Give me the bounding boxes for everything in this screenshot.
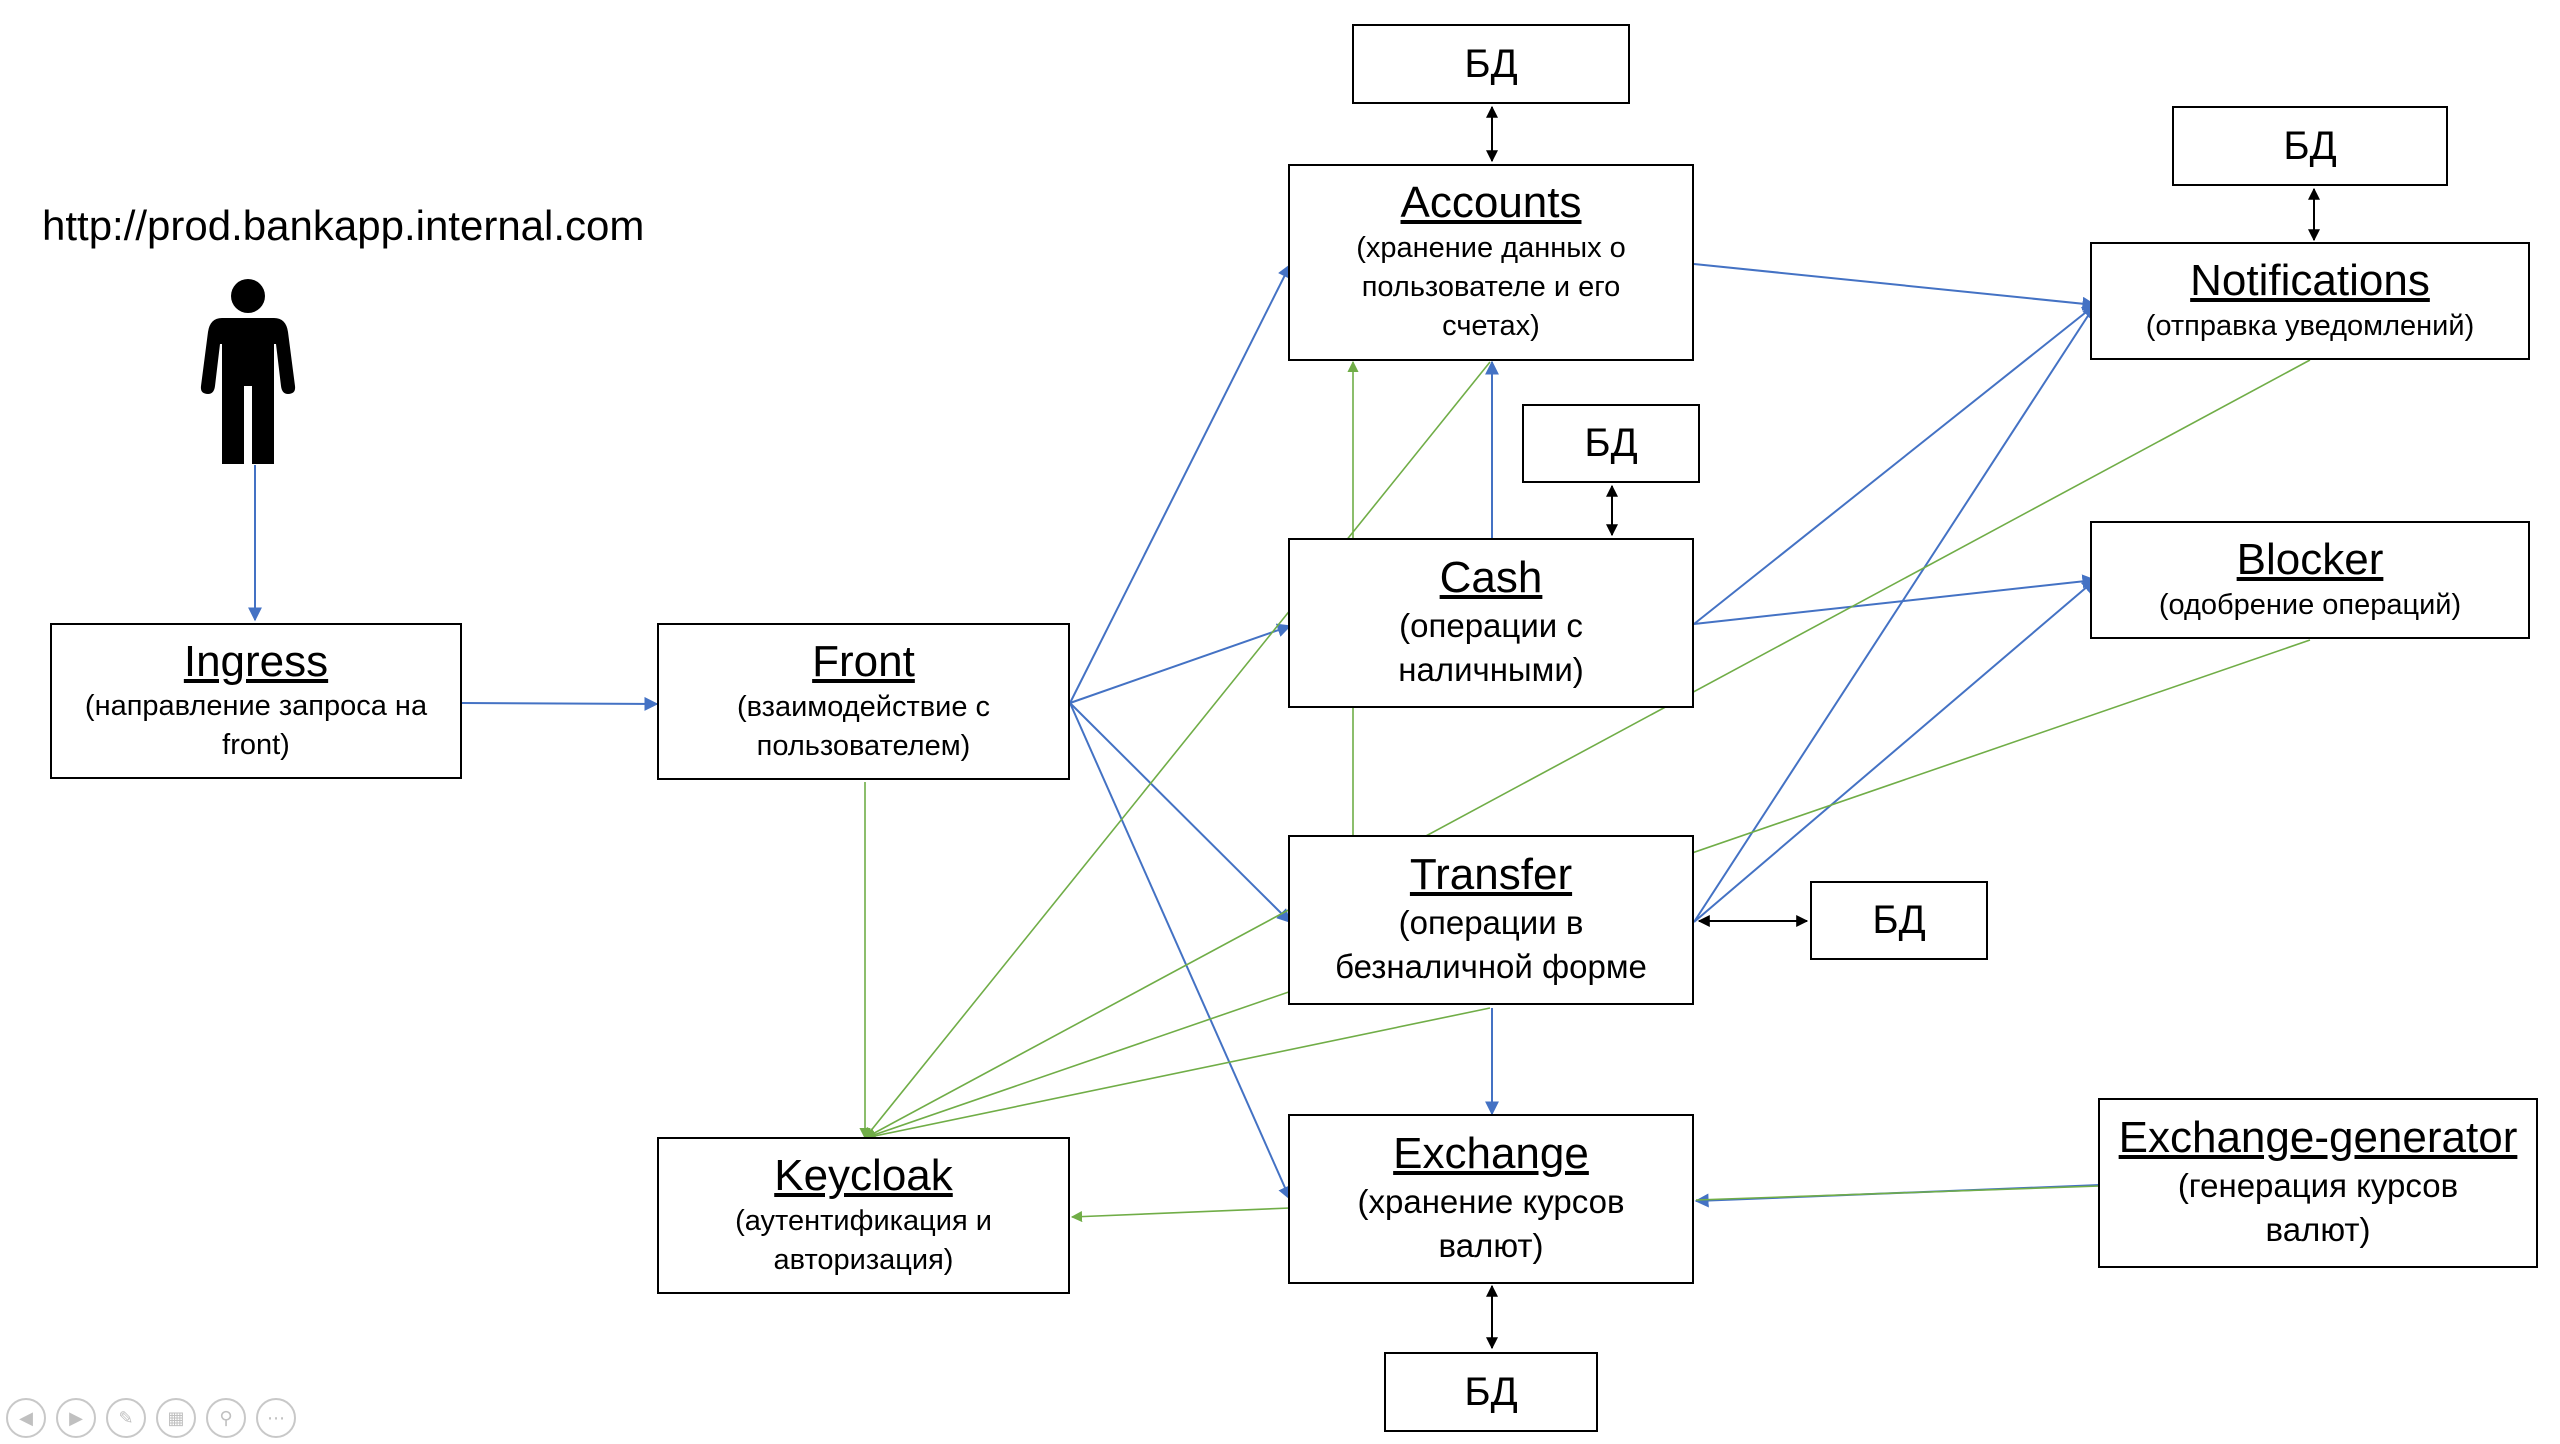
node-accounts: Accounts (хранение данных о пользователе… — [1288, 164, 1694, 361]
db-transfer: БД — [1810, 881, 1988, 960]
node-title: Accounts — [1400, 178, 1582, 228]
node-title: Transfer — [1409, 850, 1573, 900]
node-blocker: Blocker (одобрение операций) — [2090, 521, 2530, 639]
node-description: (отправка уведомлений) — [2145, 309, 2475, 342]
node-exchange-generator: Exchange-generator (генерация курсов вал… — [2098, 1098, 2538, 1268]
arrow-front-to-cash — [1069, 623, 1292, 704]
node-description: (хранение данных о пользователе и его сч… — [1356, 232, 1626, 343]
node-description: (операции с наличными) — [1398, 606, 1584, 689]
slideshow-toolbar: ◀ ▶ ✎ ▦ ⚲ ⋯ — [6, 1398, 296, 1444]
node-ingress: Ingress (направление запроса на front) — [50, 623, 462, 779]
node-title: Exchange — [1393, 1129, 1589, 1179]
node-description: (одобрение операций) — [2158, 588, 2462, 621]
node-title: Front — [812, 637, 915, 687]
node-title: Cash — [1439, 553, 1543, 603]
user-icon — [200, 279, 296, 464]
node-description: (операции в безналичной форме — [1335, 903, 1647, 986]
arrow-transfer-to-notifications — [1693, 303, 2096, 923]
node-title: Keycloak — [774, 1151, 953, 1201]
node-transfer: Transfer (операции в безналичной форме — [1288, 835, 1694, 1005]
more-icon[interactable]: ⋯ — [256, 1398, 296, 1438]
arrow-front-to-accounts — [1069, 263, 1291, 704]
node-title: Exchange-generator — [2118, 1113, 2518, 1163]
node-notifications: Notifications (отправка уведомлений) — [2090, 242, 2530, 360]
node-keycloak: Keycloak (аутентификация и авторизация) — [657, 1137, 1070, 1294]
next-icon[interactable]: ▶ — [56, 1398, 96, 1438]
slides-icon[interactable]: ▦ — [156, 1398, 196, 1438]
arrow-front-to-exchange — [1069, 702, 1292, 1201]
url-label: http://prod.bankapp.internal.com — [42, 202, 645, 249]
arrow-exchange-to-keycloak — [1070, 1207, 1291, 1223]
db-accounts: БД — [1352, 24, 1630, 104]
arrow-ingress-to-front — [461, 696, 659, 711]
arrow-accounts-to-keycloak — [864, 361, 1491, 1139]
node-cash: Cash (операции с наличными) — [1288, 538, 1694, 708]
zoom-icon[interactable]: ⚲ — [206, 1398, 246, 1438]
node-description: (хранение курсов валют) — [1357, 1182, 1625, 1265]
db-exchange: БД — [1384, 1352, 1598, 1432]
arrow-notifications-to-keycloak — [864, 359, 2311, 1139]
line-generator-exchange-green — [1695, 1185, 2101, 1201]
node-title: Blocker — [2236, 535, 2384, 585]
node-description: (взаимодействие с пользователем) — [736, 690, 991, 762]
node-description: (направление запроса на front) — [84, 690, 428, 762]
node-front: Front (взаимодействие с пользователем) — [657, 623, 1070, 780]
node-exchange: Exchange (хранение курсов валют) — [1288, 1114, 1694, 1284]
arrow-transfer-to-blocker — [1693, 579, 2097, 923]
node-description: (генерация курсов валют) — [2177, 1166, 2459, 1249]
node-title: Ingress — [183, 636, 329, 686]
db-notifications: БД — [2172, 106, 2448, 186]
node-title: Notifications — [2190, 256, 2430, 306]
arrow-cash-to-blocker — [1693, 574, 2097, 625]
node-description: (аутентификация и авторизация) — [735, 1204, 992, 1276]
previous-icon[interactable]: ◀ — [6, 1398, 46, 1438]
db-cash: БД — [1522, 404, 1700, 483]
pen-icon[interactable]: ✎ — [106, 1398, 146, 1438]
arrow-transfer-to-keycloak — [863, 1007, 1491, 1142]
arrow-cash-to-notifications — [1693, 304, 2097, 625]
arrow-front-to-transfer — [1069, 702, 1291, 923]
arrow-accounts-to-notifications — [1693, 263, 2097, 311]
